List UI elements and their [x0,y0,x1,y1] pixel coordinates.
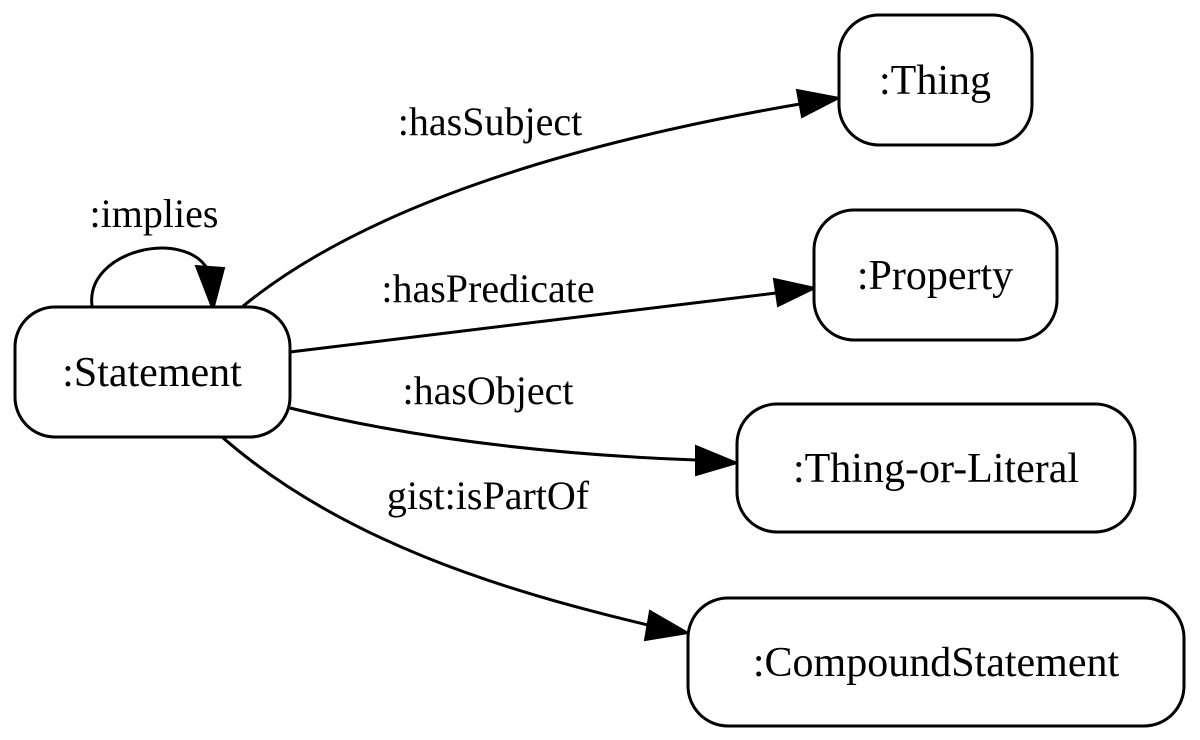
node-thing-or-literal-label: :Thing-or-Literal [793,446,1079,492]
node-property-label: :Property [857,253,1013,299]
node-thing-or-literal: :Thing-or-Literal [735,402,1137,534]
edge-has-predicate: :hasPredicate [289,266,819,354]
node-statement-label: :Statement [62,350,242,396]
node-property-box [812,208,1059,342]
edge-has-predicate-line [289,291,777,354]
node-compound-statement-label: :CompoundStatement [753,640,1120,686]
edge-implies: :implies [90,191,226,314]
node-thing-or-literal-box [735,402,1137,534]
node-thing-box [837,13,1034,147]
edge-has-subject: :hasSubject [241,88,843,309]
edge-has-subject-arrowhead [795,88,843,119]
edge-has-object-arrowhead [695,444,741,477]
node-statement: :Statement [13,305,292,439]
edge-has-object: :hasObject [289,368,741,477]
edge-is-part-of-line [221,435,649,627]
edge-has-predicate-arrowhead [772,277,819,308]
node-thing-label: :Thing [879,58,991,104]
edge-has-object-label: :hasObject [402,368,573,413]
node-statement-box [13,305,292,439]
edge-has-predicate-label: :hasPredicate [381,266,594,311]
node-property: :Property [812,208,1059,342]
node-compound-statement: :CompoundStatement [686,596,1186,728]
edge-implies-line [90,246,210,307]
edge-has-subject-label: :hasSubject [398,99,582,144]
edge-has-object-line [289,406,697,462]
node-compound-statement-box [686,596,1186,728]
edge-has-subject-line [241,102,801,309]
edge-implies-label: :implies [90,191,219,236]
edge-implies-arrowhead [194,264,226,314]
edge-is-part-of-arrowhead [643,609,691,642]
edge-is-part-of: gist:isPartOf [221,435,691,642]
node-thing: :Thing [837,13,1034,147]
edge-is-part-of-label: gist:isPartOf [387,473,590,518]
